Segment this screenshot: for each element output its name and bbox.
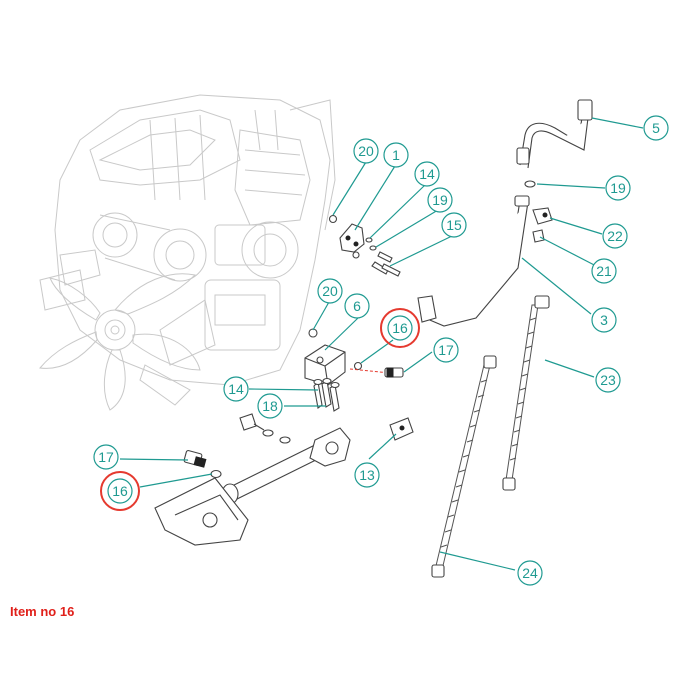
callout-18: 18 xyxy=(257,393,283,419)
part-oring-19 xyxy=(524,180,536,188)
callout-label: 19 xyxy=(432,192,448,208)
part-lower-bracket xyxy=(154,477,249,546)
part-pipe-3 xyxy=(417,195,530,327)
item-caption: Item no 16 xyxy=(10,604,75,619)
part-flange xyxy=(339,223,365,259)
leader-lines xyxy=(119,117,644,571)
part-banjo-bolt-17-top xyxy=(384,367,404,378)
callout-15: 15 xyxy=(441,212,467,238)
part-bolt-cluster-a xyxy=(365,237,401,277)
callout-20-mid: 20 xyxy=(317,278,343,304)
part-washer-20a xyxy=(328,214,338,224)
callout-label: 13 xyxy=(359,467,375,483)
highlight-ring xyxy=(100,471,140,511)
callout-label: 20 xyxy=(322,283,338,299)
callout-20-top: 20 xyxy=(353,138,379,164)
callout-label: 5 xyxy=(652,120,660,136)
callout-label: 14 xyxy=(419,166,435,182)
callout-1: 1 xyxy=(383,142,409,168)
part-hose-24 xyxy=(431,355,497,578)
callout-label: 19 xyxy=(610,180,626,196)
callout-label: 16 xyxy=(112,483,128,499)
callout-label: 22 xyxy=(607,228,623,244)
highlight-ring xyxy=(380,308,420,348)
part-hose-23 xyxy=(502,295,550,491)
callout-label: 23 xyxy=(600,372,616,388)
part-fitting-21 xyxy=(532,229,545,243)
callout-14-mid: 14 xyxy=(223,376,249,402)
part-seal-16-top xyxy=(353,361,363,371)
engine-illustration xyxy=(39,94,336,411)
callout-3: 3 xyxy=(591,307,617,333)
callout-label: 18 xyxy=(262,398,278,414)
callout-14-top: 14 xyxy=(414,161,440,187)
part-bolt-cluster-b xyxy=(313,377,340,412)
part-pipe-5 xyxy=(516,99,593,169)
callout-19-left: 19 xyxy=(427,187,453,213)
callout-5: 5 xyxy=(643,115,669,141)
callout-13: 13 xyxy=(354,462,380,488)
callout-24: 24 xyxy=(517,560,543,586)
callout-label: 20 xyxy=(358,143,374,159)
callout-16-lower: 16 xyxy=(100,471,140,511)
part-seal-16-lower xyxy=(210,469,222,479)
callout-label: 17 xyxy=(438,342,454,358)
callout-label: 16 xyxy=(392,320,408,336)
callout-label: 1 xyxy=(392,147,400,163)
callout-label: 17 xyxy=(98,449,114,465)
part-banjo-bolt-17-lower xyxy=(183,450,207,468)
callout-17-top: 17 xyxy=(433,337,459,363)
red-guide-line xyxy=(349,368,391,374)
callout-22: 22 xyxy=(602,223,628,249)
callout-21: 21 xyxy=(591,258,617,284)
callout-label: 15 xyxy=(446,217,462,233)
callout-17-lower: 17 xyxy=(93,444,119,470)
callout-label: 21 xyxy=(596,263,612,279)
part-fitting-22 xyxy=(532,207,553,225)
callout-19-right: 19 xyxy=(605,175,631,201)
part-bolt-middle xyxy=(239,413,291,444)
callout-16-top: 16 xyxy=(380,308,420,348)
part-lower-tube xyxy=(221,427,351,505)
part-washer-20b xyxy=(308,328,318,338)
callout-label: 14 xyxy=(228,381,244,397)
callout-label: 6 xyxy=(353,298,361,314)
callout-label: 24 xyxy=(522,565,538,581)
callout-6: 6 xyxy=(344,293,370,319)
callout-23: 23 xyxy=(595,367,621,393)
callout-label: 3 xyxy=(600,312,608,328)
